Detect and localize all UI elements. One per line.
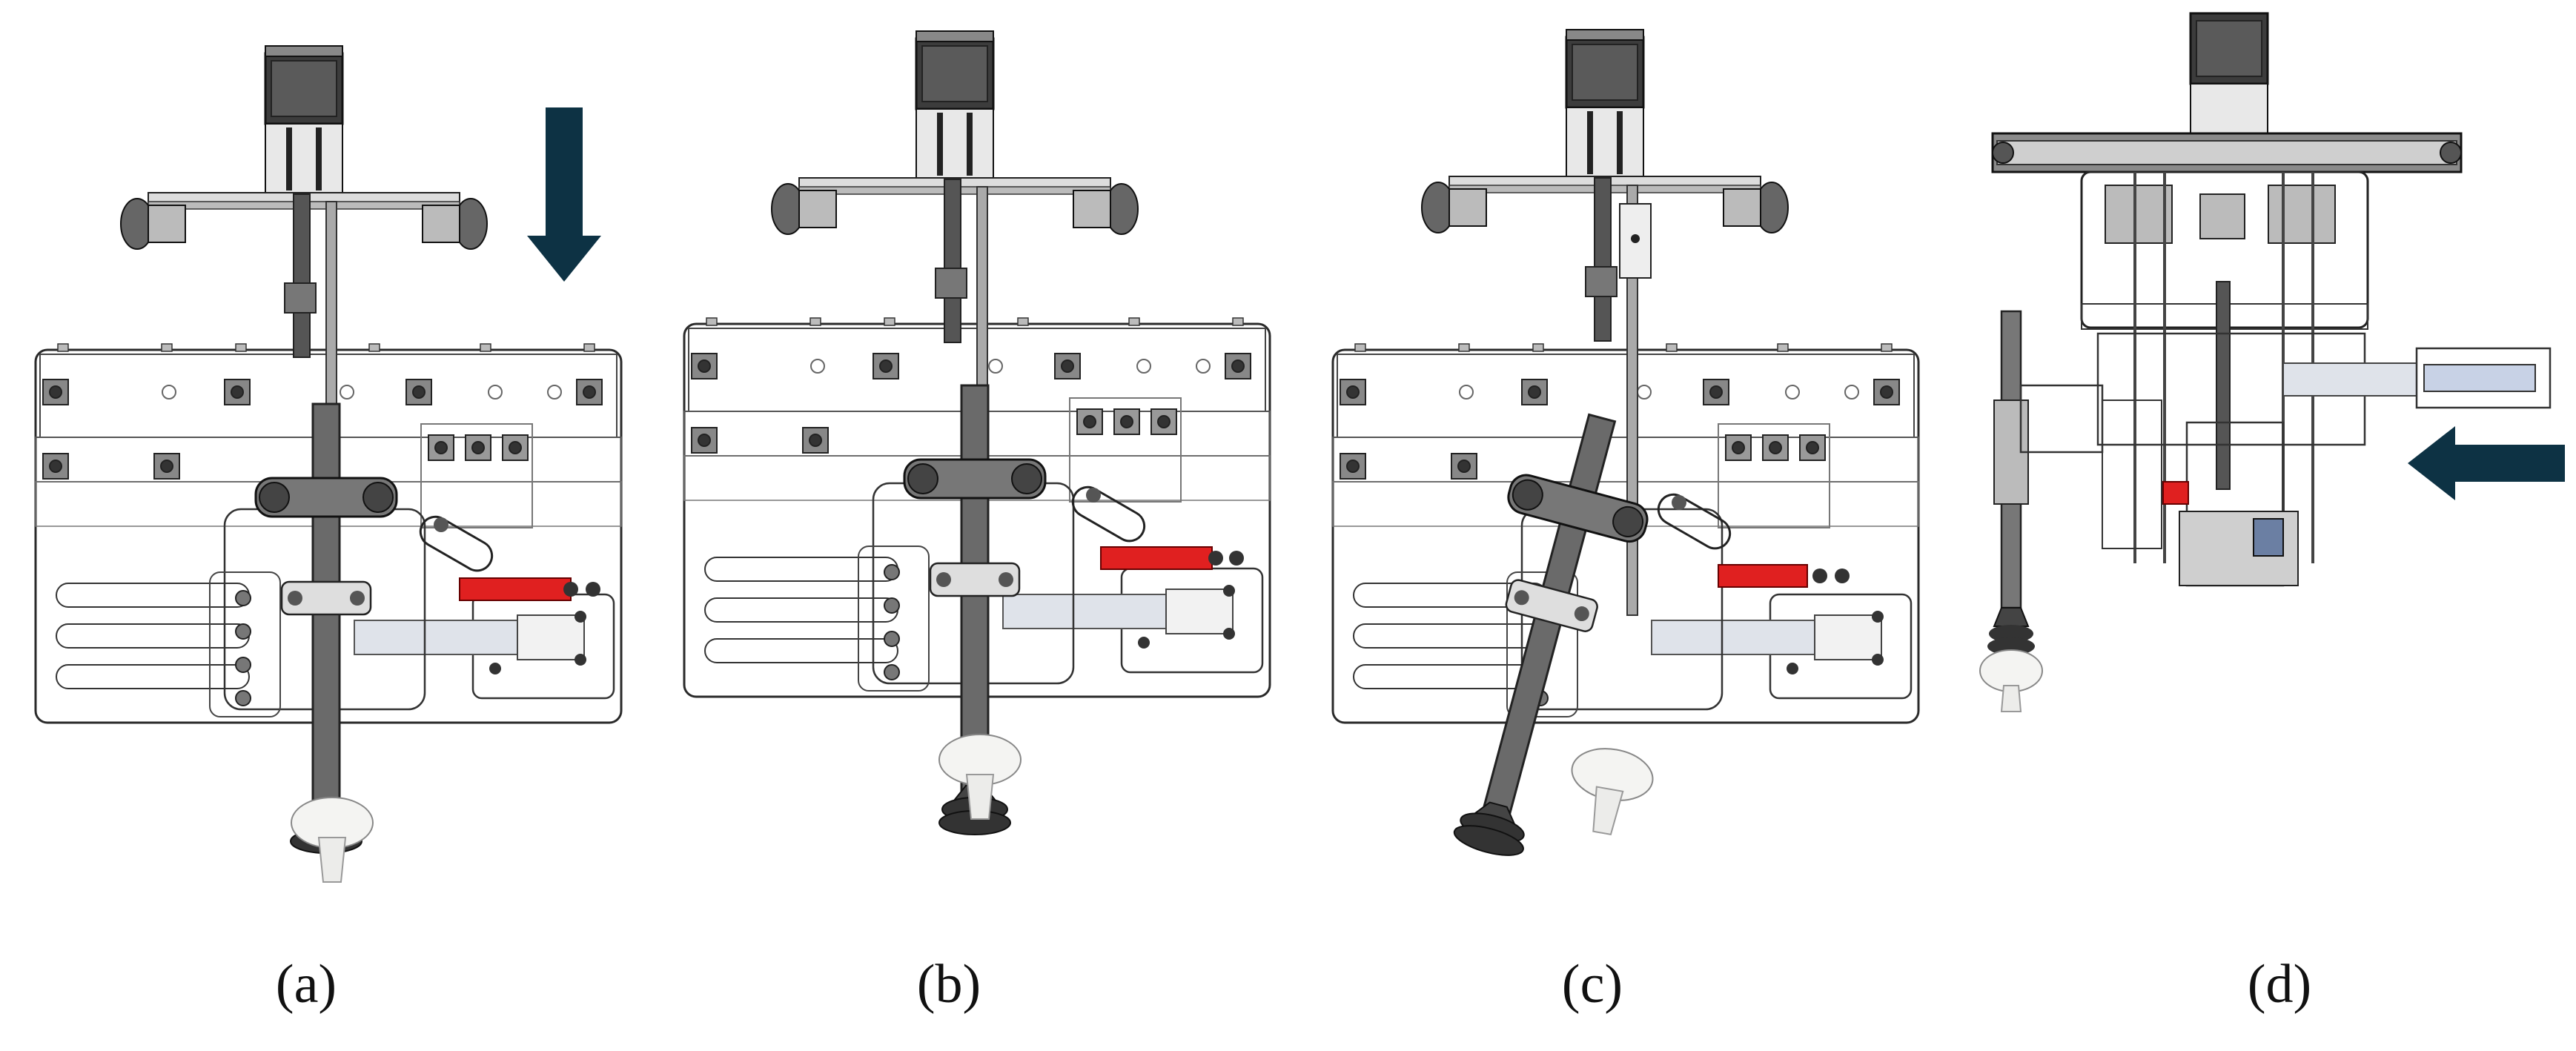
panel-d <box>1979 12 2565 712</box>
caption-b: (b) <box>917 954 981 1015</box>
red-actuator-c <box>1718 564 1808 588</box>
panel-a <box>34 46 623 883</box>
panel-c <box>1331 30 1920 872</box>
caption-a: (a) <box>276 954 337 1015</box>
caption-c: (c) <box>1562 954 1623 1015</box>
panel-b <box>683 31 1271 836</box>
left-arrow-icon <box>2408 426 2565 500</box>
red-actuator-d <box>2162 481 2189 505</box>
red-actuator-a <box>459 577 572 601</box>
down-arrow-icon <box>527 107 601 282</box>
red-actuator-b <box>1100 546 1213 570</box>
caption-d: (d) <box>2248 954 2311 1015</box>
